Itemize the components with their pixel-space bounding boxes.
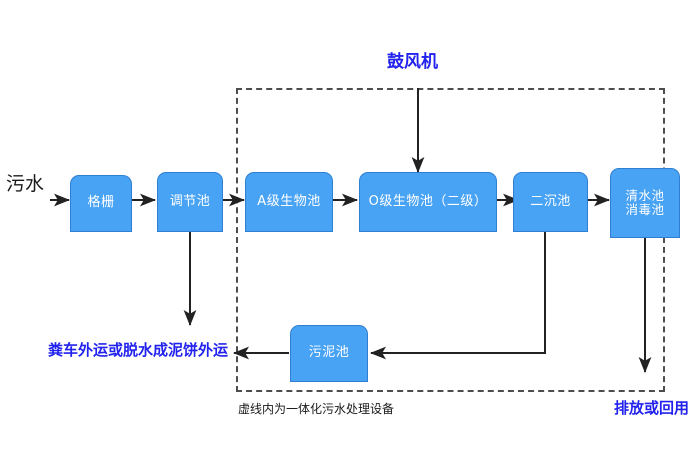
box-clearwater-disinfection-tank[interactable]: 清水池 消毒池 <box>610 168 680 238</box>
box-sludge-tank[interactable]: 污泥池 <box>290 325 368 382</box>
box-a-stage-bioreactor[interactable]: A级生物池 <box>245 172 333 232</box>
integrated-equipment-enclosure <box>236 88 665 392</box>
box-sludge-tank-label: 污泥池 <box>308 345 350 361</box>
label-enclosure-caption: 虚线内为一体化污水处理设备 <box>238 402 395 416</box>
box-regulating-tank-label: 调节池 <box>169 193 211 209</box>
box-regulating-tank[interactable]: 调节池 <box>157 172 223 232</box>
box-grille[interactable]: 格栅 <box>70 175 132 232</box>
label-sludge-disposal: 粪车外运或脱水成泥饼外运 <box>48 341 229 359</box>
box-o-stage-bioreactor-label: O级生物池（二级） <box>368 193 488 209</box>
label-blower: 鼓风机 <box>387 52 438 72</box>
box-o-stage-bioreactor[interactable]: O级生物池（二级） <box>359 172 497 232</box>
box-a-stage-bioreactor-label: A级生物池 <box>257 193 321 209</box>
box-grille-label: 格栅 <box>87 195 115 211</box>
box-clearwater-disinfection-tank-label: 清水池 消毒池 <box>625 188 665 217</box>
label-effluent: 排放或回用 <box>614 399 690 417</box>
box-secondary-clarifier[interactable]: 二沉池 <box>513 172 588 232</box>
label-influent: 污水 <box>6 173 45 195</box>
box-secondary-clarifier-label: 二沉池 <box>530 193 571 209</box>
